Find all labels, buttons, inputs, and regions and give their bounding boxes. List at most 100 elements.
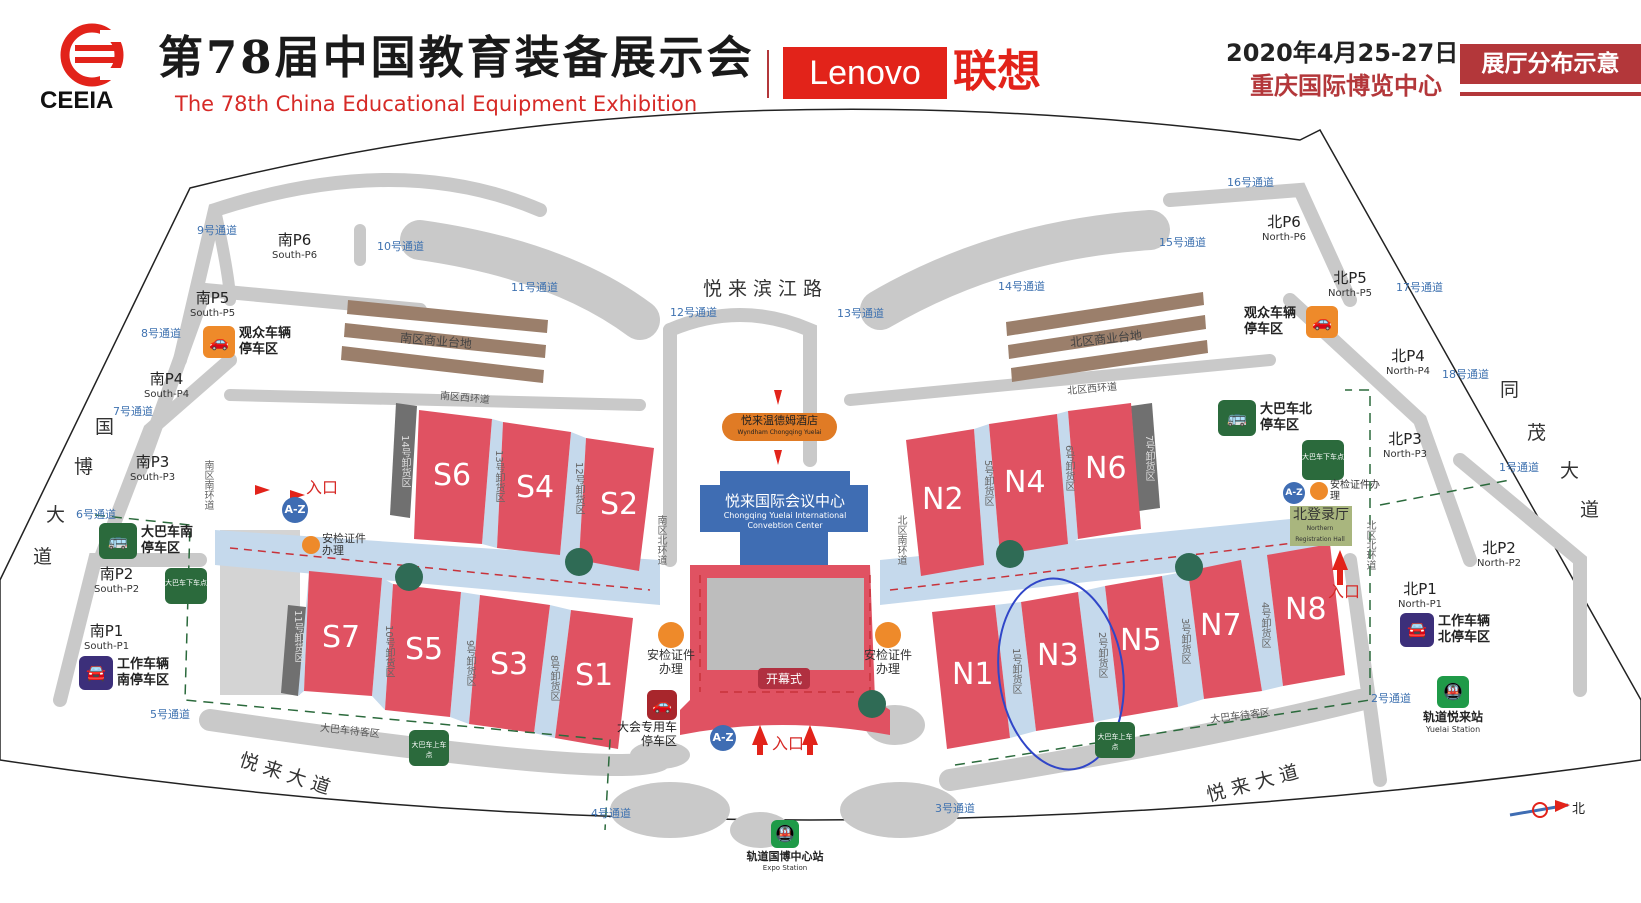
bus-dropoff-north: 大巴车下车点 xyxy=(1302,440,1344,480)
road-label: 10号通道 xyxy=(377,240,424,253)
hall-label-s3: S3 xyxy=(490,647,529,682)
hall-S3 xyxy=(469,595,550,733)
staff-parking-north: 🚘工作车辆北停车区 xyxy=(1400,613,1496,647)
road-label: 4号通道 xyxy=(591,807,631,820)
hall-label-n8: N8 xyxy=(1285,592,1327,627)
hall-label-n7: N7 xyxy=(1200,608,1242,643)
security-icon xyxy=(658,622,684,648)
info-desk-icon[interactable] xyxy=(996,540,1024,568)
street-guobo-char: 大 xyxy=(46,504,72,526)
halls xyxy=(304,403,1345,749)
road-label: 14号通道 xyxy=(998,280,1045,293)
vip-parking: 🚗大会专用车停车区 xyxy=(615,690,677,748)
hall-label-s6: S6 xyxy=(433,458,472,493)
info-desk-icon[interactable] xyxy=(565,548,593,576)
hall-label-n1: N1 xyxy=(952,657,994,692)
bus-routes xyxy=(94,389,1511,831)
hall-S4 xyxy=(497,422,571,555)
az-directory-icon[interactable]: A-Z xyxy=(710,725,736,751)
north-north-ring-label: 北区北环道 xyxy=(1364,520,1375,570)
walk-routes xyxy=(229,539,1321,693)
loading-areas xyxy=(298,411,1283,738)
hall-N8 xyxy=(1267,544,1345,686)
car-icon: 🚗 xyxy=(647,690,677,720)
loading-label: 8号卸货区 xyxy=(548,655,559,702)
road-label: 2号通道 xyxy=(1371,692,1411,705)
lenovo-logo: Lenovo xyxy=(783,47,947,99)
entrance-north-label: 入口 xyxy=(1328,582,1361,601)
loading-label: 10号卸货区 xyxy=(383,625,394,678)
road-label: 8号通道 xyxy=(141,327,181,340)
info-desk-icon[interactable] xyxy=(395,563,423,591)
loading-label: 3号卸货区 xyxy=(1179,618,1190,665)
commercial-stripes xyxy=(341,292,1208,383)
az-directory-icon[interactable]: A-Z xyxy=(282,497,308,523)
visitor-parking-north: 🚗观众车辆停车区 xyxy=(1244,306,1338,338)
hall-S2 xyxy=(579,438,654,571)
bus-parking-south: 🚌大巴车南停车区 xyxy=(99,523,199,559)
az-directory-icon[interactable]: A-Z xyxy=(1283,482,1305,504)
hall-N3 xyxy=(1021,592,1094,731)
loading-label: 6号卸货区 xyxy=(1063,445,1074,492)
map-label: 展厅分布示意 xyxy=(1460,44,1641,84)
hall-label-n4: N4 xyxy=(1004,465,1046,500)
security-icon xyxy=(875,622,901,648)
ceeia-logo-icon xyxy=(60,23,125,87)
venue-name: 重庆国际博览中心 xyxy=(1250,72,1442,100)
loading-label: 12号卸货区 xyxy=(573,462,584,515)
hall-label-n2: N2 xyxy=(922,482,964,517)
n3-highlight-circle xyxy=(997,577,1125,771)
hotel xyxy=(722,413,837,441)
lenovo-cn-logo: 联想 xyxy=(953,46,1041,97)
street-tongmao-char: 茂 xyxy=(1527,422,1553,444)
loading-label: 4号卸货区 xyxy=(1259,602,1270,649)
security-check-center-right: 安检证件办理 xyxy=(862,622,914,676)
info-desk-icon[interactable] xyxy=(858,690,886,718)
bus-dropoff-south: 大巴车下车点 xyxy=(165,568,207,604)
street-guobo-char: 道 xyxy=(33,546,59,568)
road-label: 5号通道 xyxy=(150,708,190,721)
exhibition-title-en: The 78th China Educational Equipment Exh… xyxy=(175,92,698,116)
loading-label: 1号卸货区 xyxy=(1010,648,1021,695)
exhibition-date: 2020年4月25-27日 xyxy=(1226,39,1459,67)
security-check-north: 安检证件办理 xyxy=(1310,480,1380,502)
security-check-south: 安检证件办理 xyxy=(302,533,372,557)
staff-parking-south: 🚘工作车辆南停车区 xyxy=(79,656,175,690)
bus-pickup-north: 大巴车上车点 xyxy=(1095,722,1135,758)
car-icon: 🚘 xyxy=(79,656,113,690)
metro-icon: 🚇 xyxy=(771,820,799,848)
loading-label: 2号卸货区 xyxy=(1096,632,1107,679)
road-label: 7号通道 xyxy=(113,405,153,418)
north-south-ring-label: 北区南环道 xyxy=(895,515,906,565)
street-guobo-char: 博 xyxy=(74,456,100,478)
visitor-parking-south: 🚗观众车辆停车区 xyxy=(203,326,297,358)
dark-loading-areas xyxy=(281,403,1160,696)
hall-S7 xyxy=(304,571,382,696)
bus-icon: 🚌 xyxy=(99,523,137,559)
bus-parking-north: 🚌大巴车北停车区 xyxy=(1218,400,1318,436)
road-label: 15号通道 xyxy=(1159,236,1206,249)
loading-label: 13号卸货区 xyxy=(493,450,504,503)
loading-label: 11号卸货区 xyxy=(292,610,303,663)
hall-label-n3: N3 xyxy=(1037,638,1079,673)
loading-label: 9号卸货区 xyxy=(464,640,475,687)
security-icon xyxy=(1310,482,1328,500)
exhibition-title-cn: 第78届中国教育装备展示会 xyxy=(158,31,755,84)
security-check-center-left: 安检证件办理 xyxy=(645,622,697,676)
info-desk-icon[interactable] xyxy=(1175,553,1203,581)
road-label: 11号通道 xyxy=(511,281,558,294)
street-tongmao-char: 大 xyxy=(1560,460,1586,482)
hall-label-s5: S5 xyxy=(405,632,444,667)
hall-label-s7: S7 xyxy=(322,620,361,655)
